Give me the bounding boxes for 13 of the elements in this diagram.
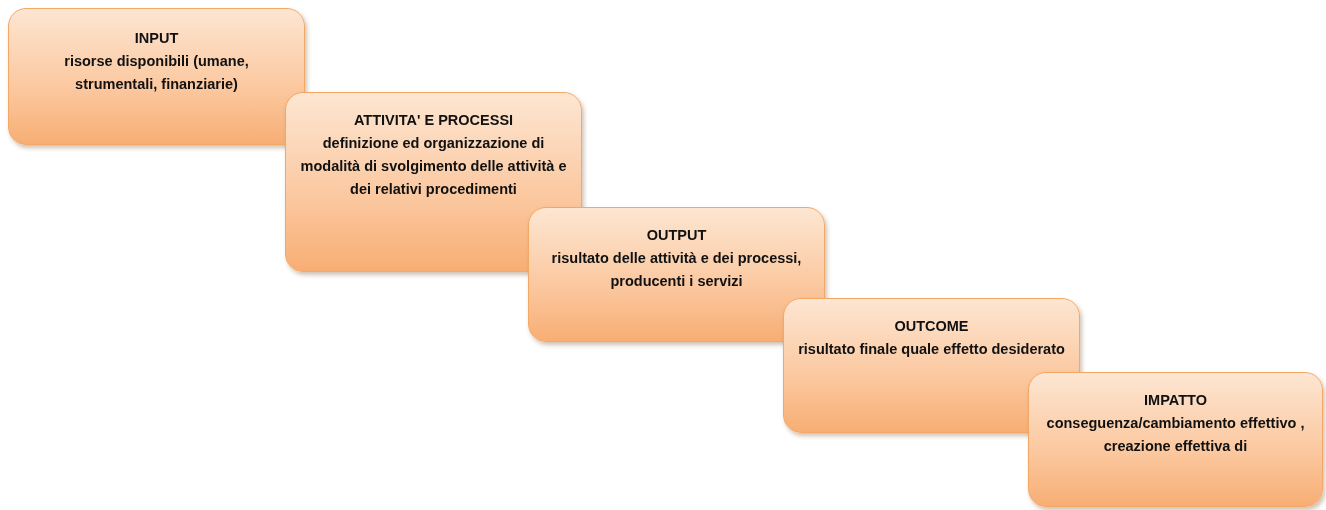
- box-description: risorse disponibili (umane, strumentali, finanziarie): [63, 52, 250, 94]
- box-heading: ATTIVITA' E PROCESSI: [352, 111, 515, 130]
- box-description: definizione ed organizzazione di modalità di svolgimento delle attività e dei relativi procedimenti: [300, 134, 567, 199]
- process-box: [8, 8, 305, 145]
- box-heading: OUTCOME: [893, 317, 970, 336]
- box-description: risultato finale quale effetto desiderato: [798, 340, 1065, 359]
- process-box: [528, 207, 825, 342]
- box-heading: IMPATTO: [1143, 391, 1208, 410]
- box-description: conseguenza/cambiamento effettivo , creazione effettiva di: [1045, 414, 1306, 456]
- box-description: risultato delle attività e dei processi, producenti i servizi: [550, 249, 803, 291]
- process-box: [1028, 372, 1323, 507]
- box-heading: OUTPUT: [645, 226, 708, 245]
- box-heading: INPUT: [133, 29, 180, 48]
